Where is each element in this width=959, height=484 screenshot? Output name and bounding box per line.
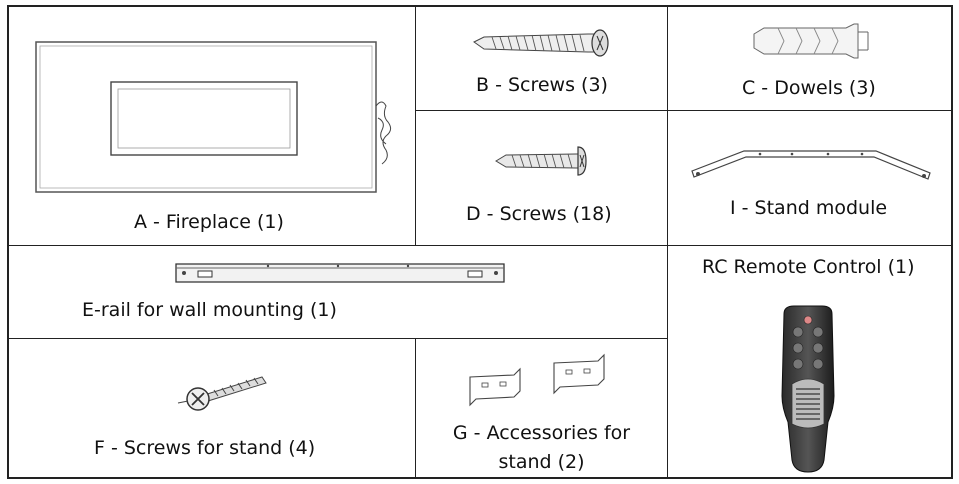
screw-d-icon: [495, 146, 587, 176]
cell-fireplace: A - Fireplace (1): [8, 6, 415, 245]
label-dowels: C - Dowels (3): [742, 77, 876, 99]
table-border-right: [951, 5, 953, 479]
cell-stand-screws: F - Screws for stand (4): [8, 339, 415, 477]
table-border-left: [7, 5, 9, 479]
label-stand-accessories: G - Accessories for stand (2): [416, 419, 667, 477]
cell-stand-module: I - Stand module: [668, 111, 951, 245]
cell-remote-control: RC Remote Control (1): [668, 246, 951, 477]
divider-v1-bottom: [415, 338, 416, 479]
table-border-top: [7, 5, 953, 7]
label-wall-rail: E-rail for wall mounting (1): [82, 299, 337, 321]
label-stand-accessories-line2: stand (2): [498, 451, 585, 473]
remote-control-icon: [781, 305, 835, 473]
label-remote-control: RC Remote Control (1): [702, 256, 915, 278]
screw-b-icon: [473, 29, 609, 57]
stand-module-icon: [691, 150, 931, 180]
fireplace-illustration: [35, 41, 392, 193]
divider-v1-top: [415, 5, 416, 246]
divider-h-row1: [7, 245, 953, 246]
table-border-bottom: [7, 477, 953, 479]
divider-h-row2: [7, 338, 668, 339]
label-screws-d: D - Screws (18): [466, 203, 612, 225]
label-screws-b: B - Screws (3): [476, 74, 608, 96]
cell-stand-accessories: G - Accessories for stand (2): [416, 339, 667, 477]
wall-rail-icon: [175, 263, 505, 283]
cell-dowels: C - Dowels (3): [668, 6, 951, 110]
divider-h-mid-top: [415, 110, 952, 111]
divider-v2: [667, 5, 668, 479]
label-fireplace: A - Fireplace (1): [134, 211, 284, 233]
cell-screws-d: D - Screws (18): [416, 111, 667, 245]
dowel-icon: [753, 23, 869, 59]
label-stand-screws: F - Screws for stand (4): [94, 437, 316, 459]
cell-screws-b: B - Screws (3): [416, 6, 667, 110]
label-stand-module: I - Stand module: [730, 197, 888, 219]
label-stand-accessories-line1: G - Accessories for: [452, 422, 631, 444]
stand-screw-icon: [177, 376, 267, 411]
cell-wall-rail: E-rail for wall mounting (1): [8, 246, 667, 338]
bracket-icon: [469, 353, 605, 407]
